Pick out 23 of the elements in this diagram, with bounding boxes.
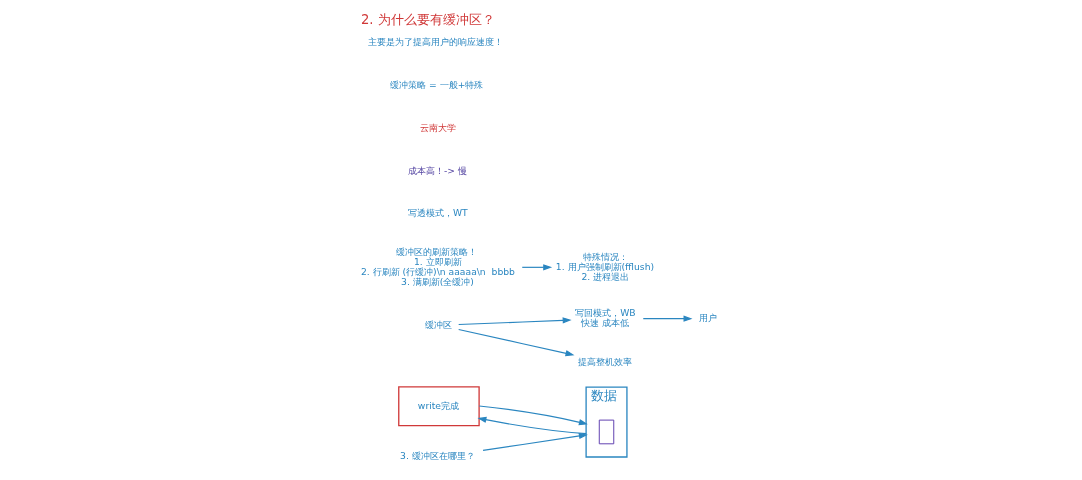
arrow <box>458 328 575 357</box>
node-text: 缓冲区 <box>424 318 452 330</box>
arrow <box>521 264 553 271</box>
node-text: 特殊情况： 1. 用户强制刷新(fflush) 2. 进程退出 <box>555 250 655 282</box>
node-box: write完成 <box>398 386 480 427</box>
label: 主要是为了提高用户的响应速度！ <box>368 36 504 48</box>
node-box <box>598 419 615 445</box>
arrow <box>478 405 588 426</box>
label: 云南大学 <box>419 121 456 133</box>
node-text: 用户 <box>699 312 718 324</box>
node-text: 3. 缓冲区在哪里？ <box>400 450 475 462</box>
label: 缓冲策略 = 一般+特殊 <box>390 79 484 91</box>
node-text: 写回模式，WB 快速 成本低 <box>575 307 636 329</box>
label: 成本高！-> 慢 <box>407 164 467 176</box>
arrow <box>477 416 587 435</box>
cluster: 数据 <box>585 386 628 458</box>
node-text: 缓冲区的刷新策略！ 1. 立即刷新 2. 行刷新 (行缓冲)\n aaaaa\n bbbb 3. 满刷新(全缓冲) <box>360 245 515 287</box>
diagram-title: 2. 为什么要有缓冲区？ <box>360 12 495 28</box>
node-text: 提高整机效率 <box>578 355 633 367</box>
arrow <box>642 315 693 322</box>
label: 写透模式，WT <box>407 207 468 219</box>
arrow <box>458 317 572 326</box>
arrow <box>482 432 588 452</box>
